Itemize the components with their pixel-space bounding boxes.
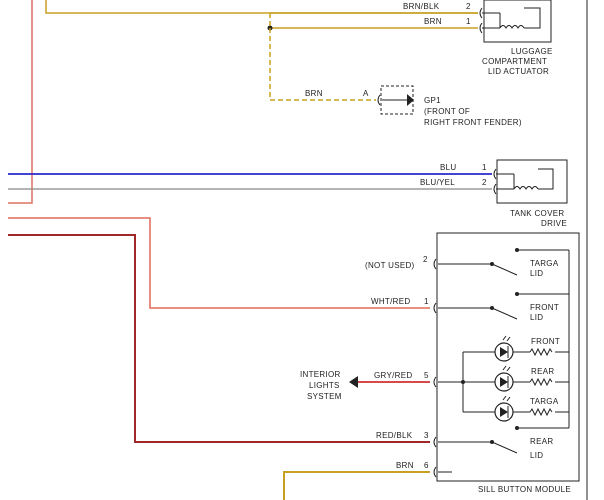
luggage-actuator-box bbox=[483, 0, 552, 43]
gp1-label-2: (FRONT OF bbox=[424, 107, 470, 116]
sill-connector-2 bbox=[433, 258, 437, 270]
salmon-wire-top bbox=[8, 0, 33, 204]
sill-connector-5 bbox=[433, 376, 437, 388]
label-brn-bottom: BRN bbox=[396, 461, 414, 470]
sill-connector-3 bbox=[433, 436, 437, 448]
pin-gnd-a: A bbox=[363, 89, 369, 98]
led-rear-label: REAR bbox=[531, 367, 554, 376]
tank-connector-1 bbox=[493, 168, 497, 180]
pin-gry-red: 5 bbox=[424, 371, 429, 380]
arrow-left-icon bbox=[349, 376, 358, 388]
sill-module-box bbox=[436, 232, 580, 482]
sill-connector-1 bbox=[433, 302, 437, 314]
switch-rear-blade bbox=[491, 441, 518, 454]
label-blu-yel: BLU/YEL bbox=[420, 178, 455, 187]
luggage-actuator: BRN/BLK 2 BRN 1 LUGGAGE COMPARTMENT LID … bbox=[270, 0, 553, 76]
sill-connector-6 bbox=[433, 466, 437, 478]
wire-brn-bottom bbox=[283, 471, 430, 500]
switch-front-pivot bbox=[490, 306, 494, 310]
wire-red-blk bbox=[8, 234, 430, 443]
switch-targa-blade bbox=[491, 263, 518, 276]
ground-symbol-icon bbox=[407, 94, 414, 106]
led-rear bbox=[463, 365, 569, 392]
tank-label-1: TANK COVER bbox=[510, 209, 564, 218]
sill-module-label: SILL BUTTON MODULE bbox=[478, 485, 571, 494]
pin-not-used: 2 bbox=[423, 255, 428, 264]
led-targa bbox=[463, 395, 569, 422]
wire-brn-ground-dashed bbox=[269, 13, 376, 101]
tank-connector-2 bbox=[493, 183, 497, 195]
gp1-label-1: GP1 bbox=[424, 96, 441, 105]
luggage-label-3: LID ACTUATOR bbox=[488, 67, 549, 76]
label-not-used: (NOT USED) bbox=[365, 261, 415, 270]
led-targa-label: TARGA bbox=[530, 397, 559, 406]
sill-button-module: TARGA LID FRONT LID FRONT REAR TARGA REA… bbox=[433, 232, 580, 494]
switch-targa-pivot bbox=[490, 262, 494, 266]
label-brn-gnd: BRN bbox=[305, 89, 323, 98]
led-front-label: FRONT bbox=[531, 337, 560, 346]
switch-rear-pivot bbox=[490, 440, 494, 444]
label-brn-blk: BRN/BLK bbox=[403, 2, 440, 11]
switch-targa-label-1: TARGA bbox=[530, 259, 559, 268]
pin-brn-top: 1 bbox=[466, 17, 471, 26]
gp1-label-3: RIGHT FRONT FENDER) bbox=[424, 118, 522, 127]
ground-point: BRN A GP1 (FRONT OF RIGHT FRONT FENDER) bbox=[267, 13, 522, 127]
luggage-label-2: COMPARTMENT bbox=[482, 57, 547, 66]
interior-lights-label-1: INTERIOR bbox=[300, 370, 341, 379]
label-brn-top: BRN bbox=[424, 17, 442, 26]
switch-rear-label-1: REAR bbox=[530, 437, 553, 446]
switch-rear-label-2: LID bbox=[530, 451, 543, 460]
tank-coil-icon bbox=[513, 168, 554, 190]
switch-front-blade bbox=[491, 307, 518, 320]
switch-front-label-1: FRONT bbox=[530, 303, 559, 312]
pin-brn-blk: 2 bbox=[466, 2, 471, 11]
pin-brn-bottom: 6 bbox=[424, 461, 429, 470]
label-blu: BLU bbox=[440, 163, 456, 172]
luggage-coil-icon bbox=[499, 7, 541, 29]
pin-red-blk: 3 bbox=[424, 431, 429, 440]
label-red-blk: RED/BLK bbox=[376, 431, 413, 440]
luggage-connector-1 bbox=[479, 22, 483, 34]
interior-lights-label-3: SYSTEM bbox=[307, 392, 342, 401]
pin-blu-yel: 2 bbox=[482, 178, 487, 187]
switch-targa-label-2: LID bbox=[530, 269, 543, 278]
ground-connector bbox=[377, 94, 381, 106]
pin-blu: 1 bbox=[482, 163, 487, 172]
tank-label-2: DRIVE bbox=[541, 219, 567, 228]
pin-wht-red: 1 bbox=[424, 297, 429, 306]
tank-cover-drive: BLU 1 BLU/YEL 2 TANK COVER DRIVE bbox=[8, 159, 568, 228]
luggage-label-1: LUGGAGE bbox=[511, 47, 553, 56]
label-wht-red: WHT/RED bbox=[371, 297, 410, 306]
wire-wht-red bbox=[8, 217, 430, 309]
luggage-connector-2 bbox=[479, 7, 483, 19]
interior-lights-label-2: LIGHTS bbox=[309, 381, 340, 390]
label-gry-red: GRY/RED bbox=[374, 371, 412, 380]
led-front bbox=[463, 335, 569, 362]
tank-cover-box bbox=[496, 159, 568, 204]
switch-front-label-2: LID bbox=[530, 313, 543, 322]
